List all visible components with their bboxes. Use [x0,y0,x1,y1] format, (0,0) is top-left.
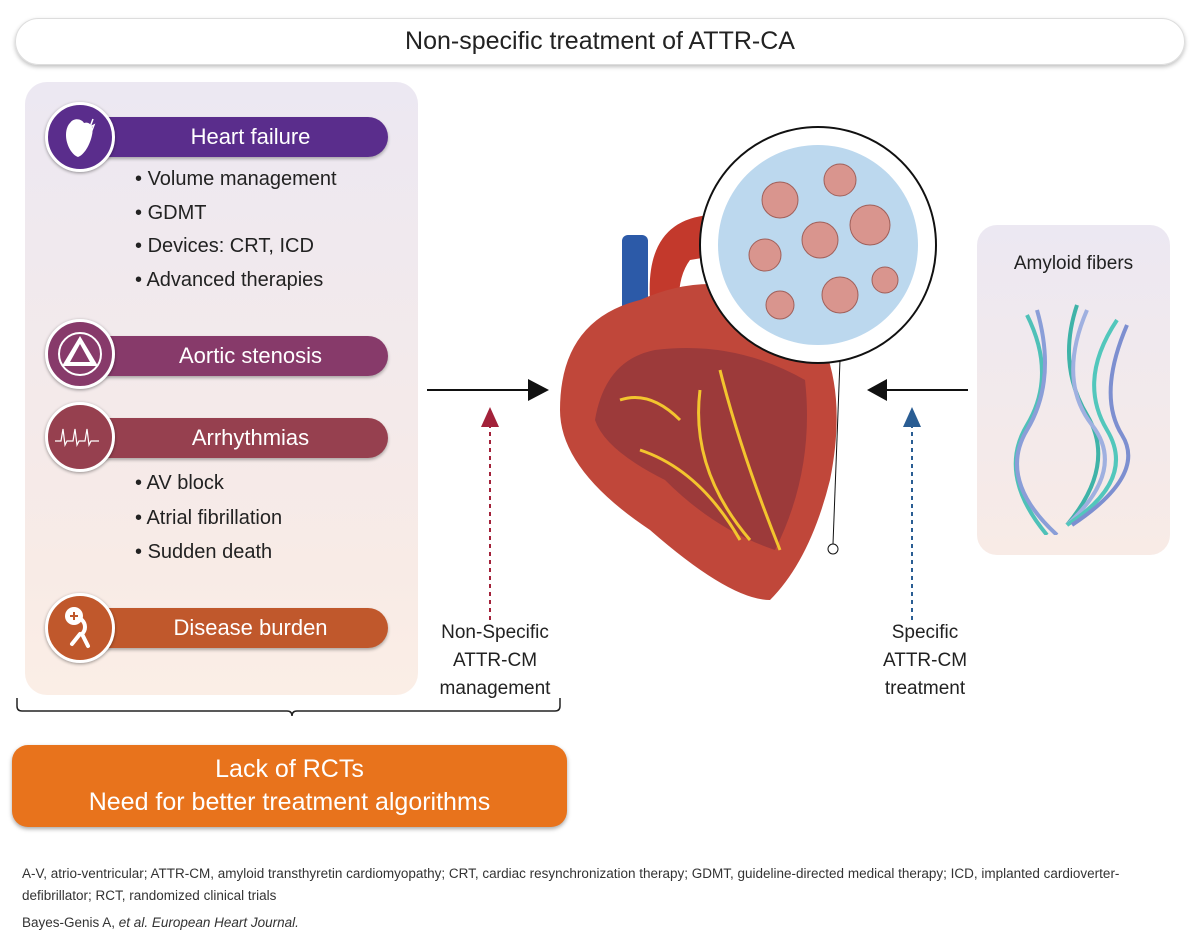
summary-box: Lack of RCTs Need for better treatment a… [12,745,567,827]
citation: Bayes-Genis A, et al. European Heart Jou… [22,915,299,930]
label-line: ATTR-CM [452,650,538,671]
abbreviations-footnote: A-V, atrio-ventricular; ATTR-CM, amyloid… [22,866,1120,903]
nonspecific-label: Non-Specific ATTR-CM management [415,619,575,703]
summary-line-1: Lack of RCTs [215,755,364,783]
bullet-item: • AV block [135,472,224,494]
aortic-stenosis-label: Aortic stenosis [95,336,388,376]
grouping-brace [16,698,561,717]
label-line: Non-Specific [441,622,549,643]
arrows-and-heart [427,126,968,620]
right-arrowhead [867,379,887,401]
citation-authors: Bayes-Genis A, [22,915,119,930]
nonspecific-treatment-panel [25,82,418,695]
amyloid-fibers-label: Amyloid fibers [1013,253,1134,274]
person-burden-icon [45,593,115,663]
heart-failure-label: Heart failure [95,117,388,157]
tissue-inset [699,126,937,364]
ecg-icon [45,402,115,472]
bullet-item: • Volume management [135,168,337,190]
specific-label: Specific ATTR-CM treatment [845,619,1005,703]
summary-line-2: Need for better treatment algorithms [88,788,491,816]
disease-burden-label: Disease burden [95,608,388,648]
specific-arrowhead [903,407,921,427]
label-line: ATTR-CM [882,650,968,671]
valve-icon [45,319,115,389]
heart-icon [45,102,115,172]
arrhythmias-label: Arrhythmias [95,418,388,458]
label-line: management [439,678,551,699]
diagram-title: Non-specific treatment of ATTR-CA [15,18,1185,65]
bullet-item: • Devices: CRT, ICD [135,235,314,257]
label-line: treatment [884,678,966,699]
bullet-item: • Sudden death [135,541,273,563]
amyloid-fibers-panel: Amyloid fibers [977,225,1170,555]
nonspecific-arrowhead [481,407,499,427]
heart-illustration [560,215,841,600]
label-line: Specific [891,622,959,643]
bullet-item: • Atrial fibrillation [135,507,283,529]
bullet-item: • GDMT [135,202,207,224]
bullet-item: • Advanced therapies [135,269,324,291]
left-arrowhead [528,379,549,401]
amyloid-fibers-illustration [1013,304,1131,537]
citation-journal: et al. European Heart Journal. [118,915,299,930]
